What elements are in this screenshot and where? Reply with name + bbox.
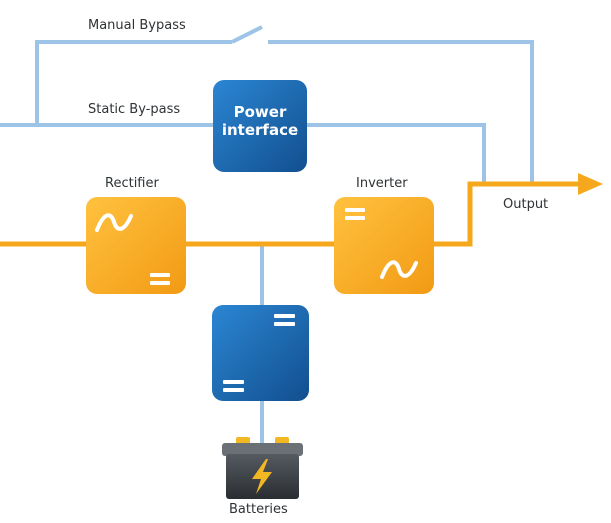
ac-sine-icon [95,213,133,232]
lightning-bolt-icon [252,459,272,494]
inverter-label: Inverter [356,176,408,191]
dc-equals-icon [274,314,295,326]
bypass-lines [0,25,534,444]
static-bypass-line-right [306,123,486,184]
rectifier-label: Rectifier [105,176,159,191]
manual-bypass-line [35,40,232,125]
dc-equals-icon [223,380,244,392]
inverter-box [334,197,434,294]
static-bypass-label: Static By-pass [88,102,181,117]
manual-bypass-line-right [268,40,534,184]
dc-equals-icon [150,273,170,285]
manual-bypass-switch [231,25,263,44]
main-power-path [0,181,582,247]
rectifier-box [86,197,186,294]
batteries-label: Batteries [229,502,288,517]
battery-converter-box [212,305,309,401]
manual-bypass-label: Manual Bypass [88,18,186,33]
power-interface-label-line2: interface [221,121,299,139]
dc-equals-icon [345,208,365,220]
output-arrow-icon [578,173,603,195]
output-line [432,181,582,247]
power-interface-title: Power interface [213,103,307,139]
output-label: Output [503,197,549,212]
power-interface-box [213,80,307,172]
power-interface-label-line1: Power [233,103,287,121]
ac-sine-icon [380,260,418,279]
battery-icon [222,437,303,499]
